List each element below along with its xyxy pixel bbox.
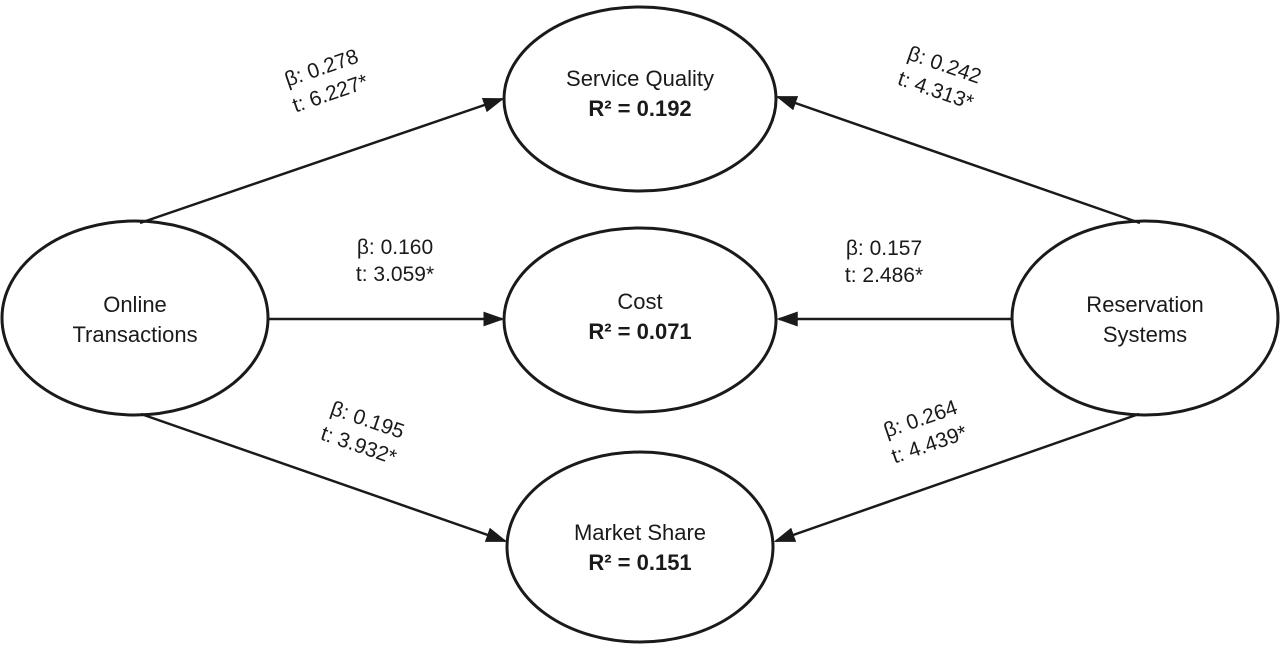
beta-value: β: 0.160 xyxy=(356,236,434,259)
node-ellipse-market-share xyxy=(505,450,775,644)
beta-value: β: 0.157 xyxy=(845,237,923,260)
node-label-reservation-systems: Reservation Systems xyxy=(1086,290,1203,350)
arrow-reservation-systems-to-service-quality xyxy=(775,95,1141,225)
node-text-line: Reservation xyxy=(1086,292,1204,317)
path-label-ot-to-cost: β: 0.160 t: 3.059* xyxy=(356,234,434,288)
node-label-service-quality: Service Quality R² = 0.192 xyxy=(566,64,714,124)
arrow-online-transactions-to-market-share xyxy=(140,412,508,543)
node-ellipse-online-transactions xyxy=(0,219,270,417)
node-label-online-transactions: Online Transactions xyxy=(72,290,197,350)
path-label-rs-to-cost: β: 0.157 t: 2.486* xyxy=(845,235,923,289)
node-text-line: Transactions xyxy=(72,322,198,347)
r-squared-value: R² = 0.192 xyxy=(588,96,692,121)
node-label-market-share: Market Share R² = 0.151 xyxy=(574,518,706,578)
arrow-reservation-systems-to-market-share xyxy=(773,412,1140,543)
arrow-online-transactions-to-service-quality xyxy=(139,97,505,225)
r-squared-value: R² = 0.151 xyxy=(588,550,692,575)
node-ellipse-reservation-systems xyxy=(1010,219,1280,417)
node-text-line: Systems xyxy=(1102,322,1188,347)
t-value: t: 3.059* xyxy=(355,263,435,286)
construct-name: Cost xyxy=(617,289,663,314)
construct-name: Market Share xyxy=(573,520,707,545)
node-text-line: Online xyxy=(103,292,167,317)
t-value: t: 2.486* xyxy=(844,264,924,287)
node-label-cost: Cost R² = 0.071 xyxy=(588,287,691,347)
construct-name: Service Quality xyxy=(566,66,714,91)
r-squared-value: R² = 0.071 xyxy=(588,319,692,344)
